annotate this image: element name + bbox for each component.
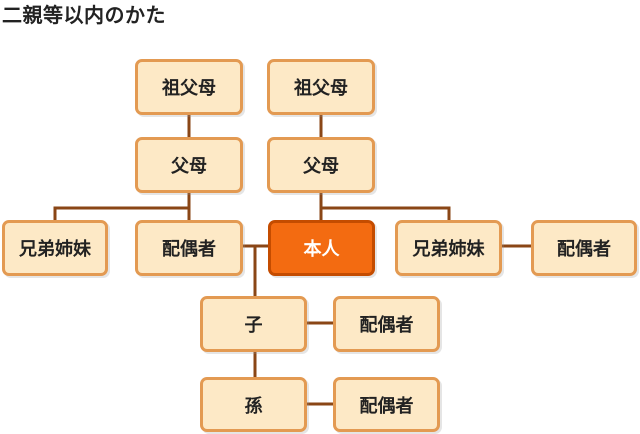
page-title: 二親等以内のかた — [2, 3, 166, 27]
grandchild-spouse-box: 配偶者 — [333, 377, 440, 432]
sibling-left-box: 兄弟姉妹 — [2, 220, 108, 276]
parent-right-box: 父母 — [267, 137, 375, 193]
spouse-of-self-box: 配偶者 — [135, 220, 243, 276]
sibling-right-spouse-box: 配偶者 — [531, 220, 637, 276]
grandparent-left-box: 祖父母 — [135, 59, 243, 115]
parent-left-box: 父母 — [135, 137, 243, 193]
child-spouse-box: 配偶者 — [333, 296, 440, 352]
sibling-right-box: 兄弟姉妹 — [395, 220, 502, 276]
child-box: 子 — [200, 296, 307, 352]
self-box: 本人 — [268, 220, 375, 276]
grandchild-box: 孫 — [200, 377, 307, 432]
grandparent-right-box: 祖父母 — [267, 59, 375, 115]
